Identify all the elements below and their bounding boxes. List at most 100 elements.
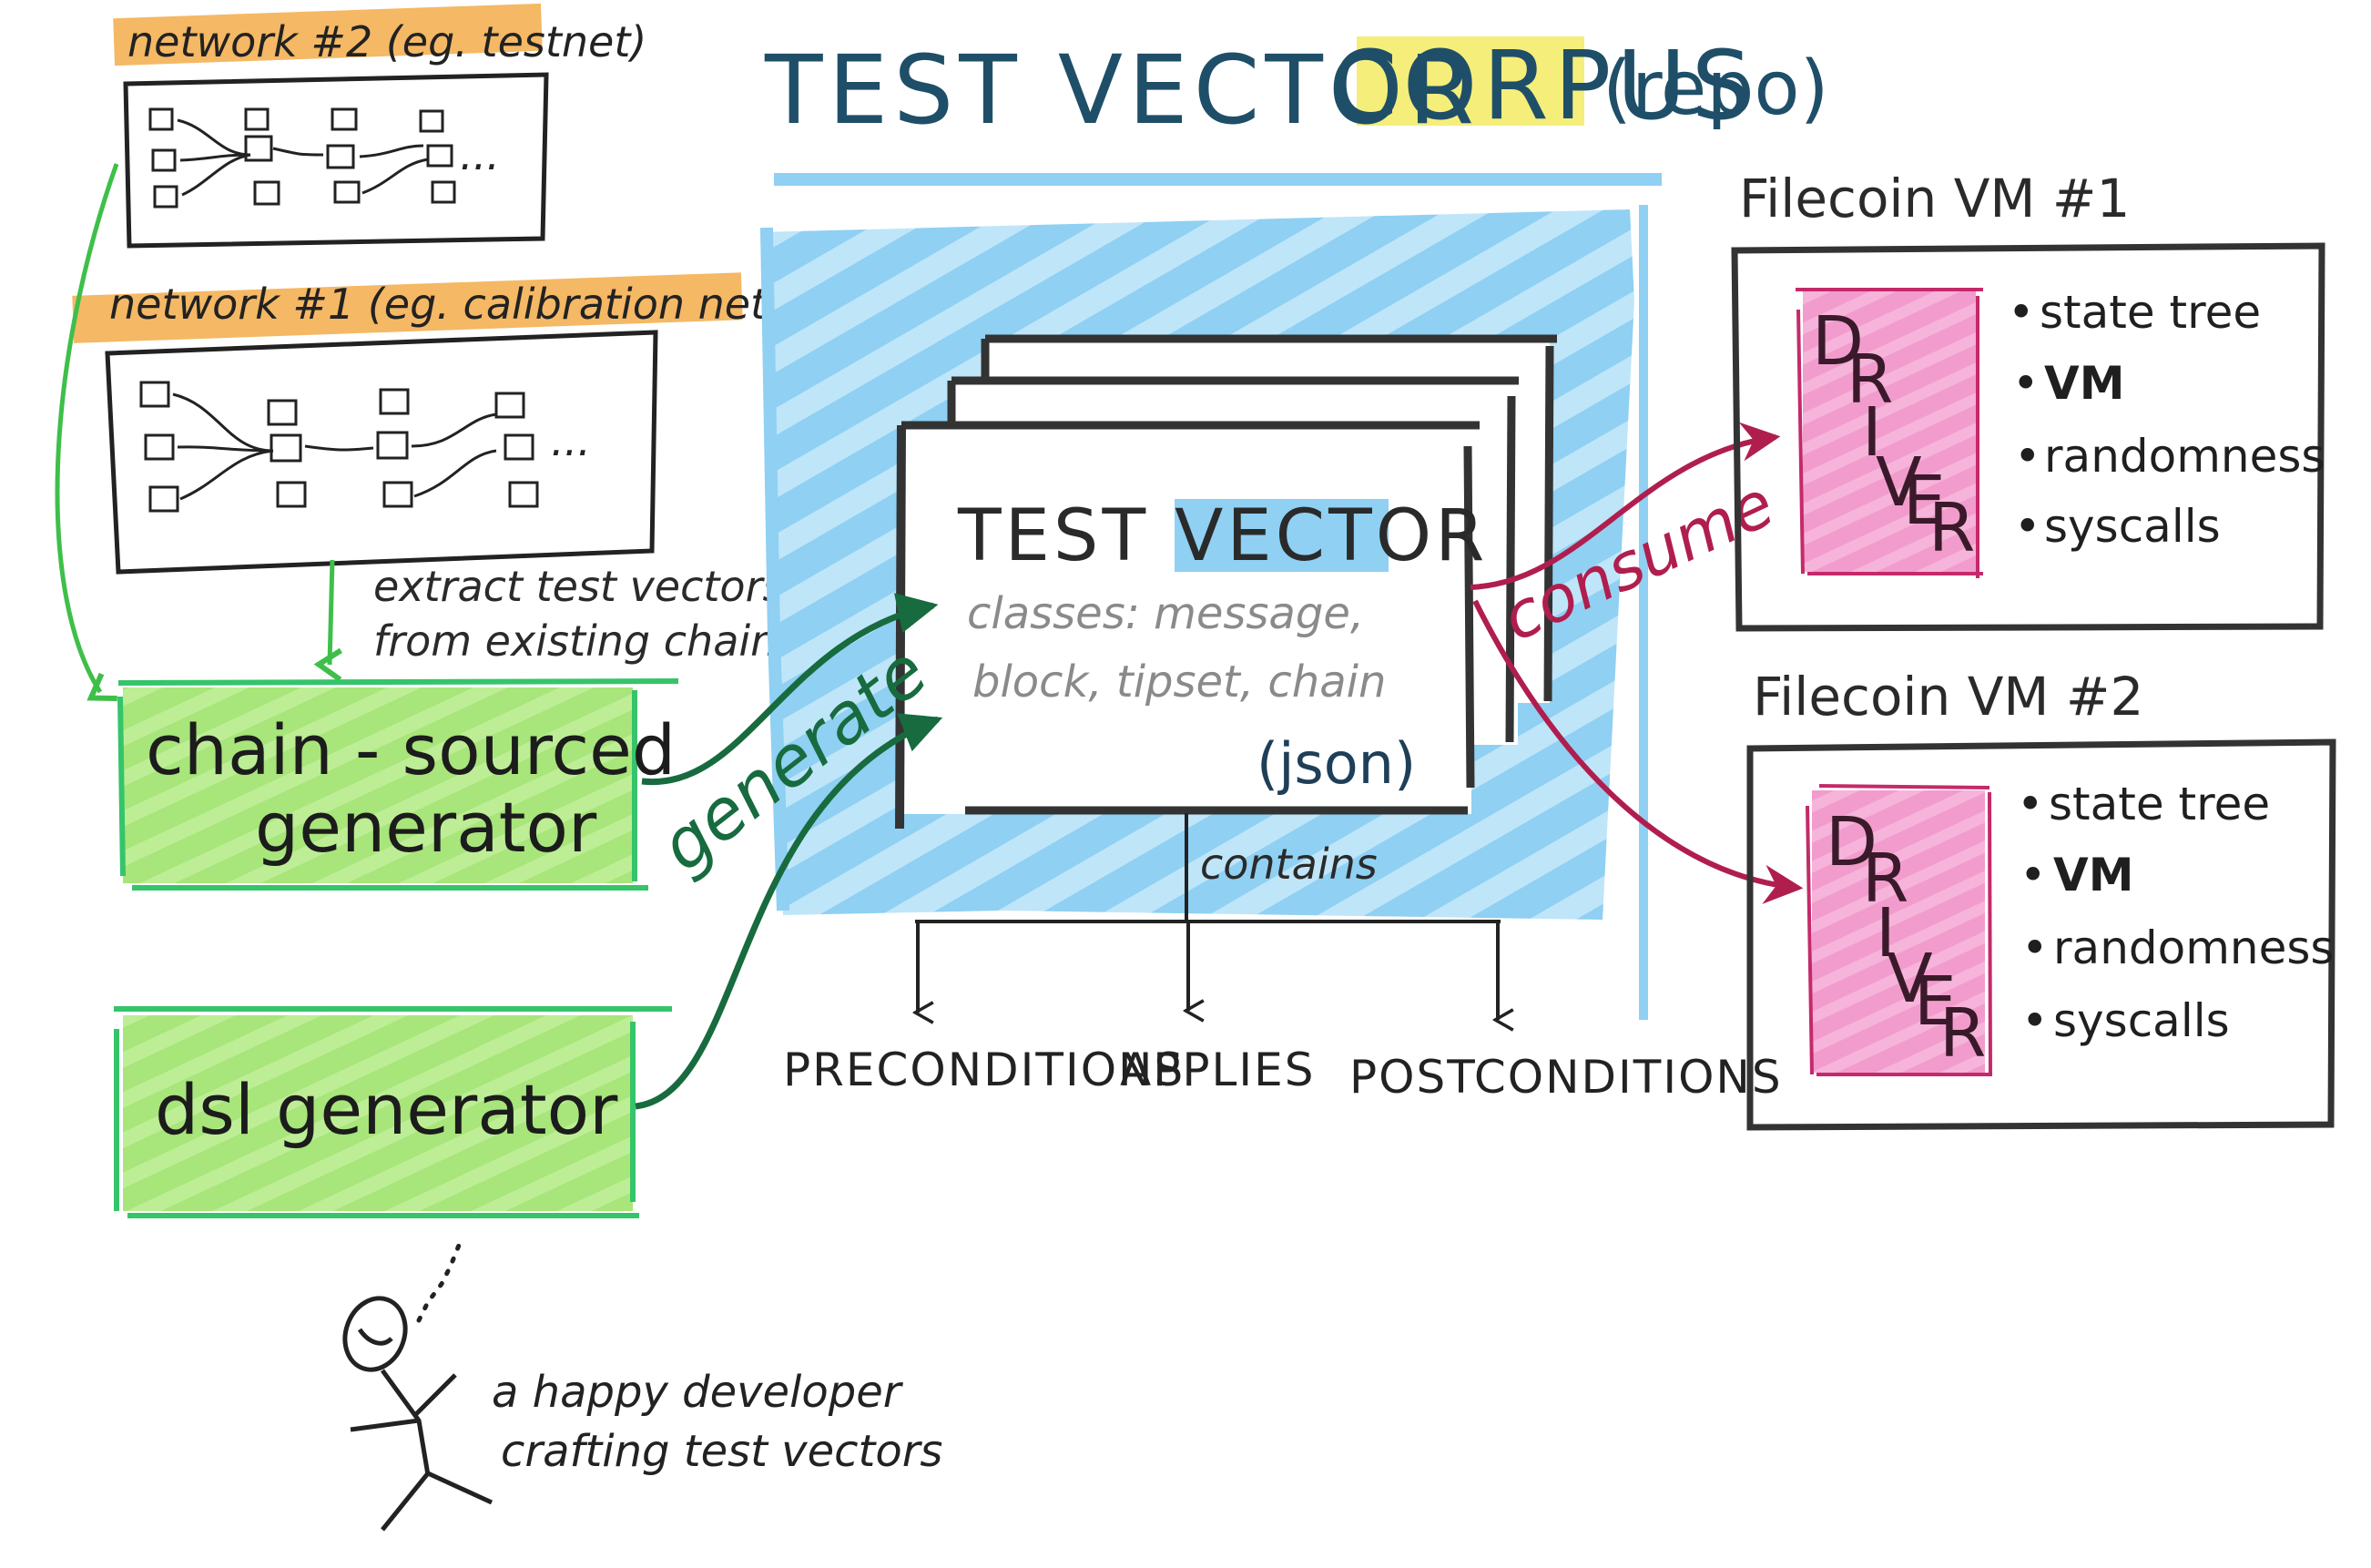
- extract-note: extract test vectors from existing chain…: [373, 562, 799, 666]
- vm-2-item-bullet-3: •: [2021, 921, 2049, 974]
- vm-1-driver-letter-6: R: [1928, 489, 1975, 567]
- network-2: network #2 (eg. testnet) ...: [113, 3, 646, 249]
- vm-1-driver-letter-4: V: [1876, 443, 1922, 522]
- vm-2-item-bullet-2: •: [2020, 849, 2047, 901]
- vm-1-box: [1731, 242, 2325, 632]
- test-vector-stack: TEST VECTOR classes: message, block, tip…: [895, 334, 1557, 830]
- developer-leg-right: [426, 1471, 494, 1505]
- vm-2-driver-fill: [1812, 790, 1985, 1073]
- test-vector-front-card-right: [1463, 445, 1475, 789]
- vm-2-driver-letter-6: R: [1939, 994, 1986, 1073]
- developer-note-line1: a happy developer: [492, 1367, 904, 1418]
- vm-2-item-vm: VM: [2053, 849, 2133, 901]
- vm-1-item-vm: VM: [2044, 357, 2124, 410]
- vm-2-driver-top: [1818, 784, 1990, 789]
- network-1-label-highlight: [72, 272, 743, 343]
- vm-1-item-bullet-4: •: [2014, 500, 2041, 553]
- title: TEST VECTOR CORPUS (repo): [764, 30, 1829, 146]
- consume-arrow-vm1: [1470, 422, 1781, 590]
- vm-1-item-bullet-1: •: [2008, 286, 2035, 339]
- vm-2-driver-letter-4: V: [1887, 940, 1933, 1018]
- contains-label: contains: [1200, 840, 1378, 889]
- vm-2-item-bullet-1: •: [2017, 778, 2044, 830]
- test-vector-front-card-left: [895, 424, 906, 830]
- dsl-generator-label: dsl generator: [155, 1069, 618, 1150]
- vm-2-item-randomness: randomness: [2053, 921, 2334, 974]
- title-test-vector: TEST VECTOR: [764, 35, 1480, 146]
- test-vector-classes-line2: block, tipset, chain: [972, 657, 1386, 708]
- extract-arrow-short: [313, 559, 343, 682]
- developer-thought-dots: [416, 1240, 463, 1323]
- network-2-box: [123, 72, 549, 249]
- network-2-label: network #2 (eg. testnet): [127, 17, 646, 66]
- title-corpus: CORPUS: [1331, 30, 1757, 141]
- content-postconditions: POSTCONDITIONS: [1349, 1051, 1783, 1104]
- developer-leg-left: [381, 1471, 430, 1532]
- contains-tree: [915, 813, 1501, 1020]
- vm-1-item-bullet-3: •: [2014, 430, 2041, 483]
- chain-sourced-generator-line1: chain - sourced: [146, 709, 676, 790]
- vm-2-item-state-tree: state tree: [2049, 778, 2270, 830]
- network-1-box: [105, 330, 658, 575]
- vm-1-item-randomness: randomness: [2044, 430, 2325, 483]
- developer-arm-right: [412, 1373, 457, 1418]
- chain-sourced-generator-fill: [123, 687, 633, 883]
- chain-sourced-generator-left-border: [117, 696, 126, 877]
- vm-2-item-syscalls: syscalls: [2053, 994, 2230, 1047]
- vm-2-item-bullet-4: •: [2021, 994, 2049, 1047]
- developer-head-icon: [342, 1296, 408, 1372]
- developer-figure: [342, 1240, 494, 1532]
- consume-arrow-vm2: [1472, 599, 1804, 904]
- vm-2-driver-letter-2: R: [1862, 840, 1908, 918]
- vm-2-driver-letter-3: I: [1876, 894, 1896, 972]
- vm-1-item-state-tree: state tree: [2040, 286, 2261, 339]
- vm-1-driver-fill: [1803, 290, 1976, 572]
- extract-arrow-long: [55, 163, 119, 702]
- vm-2-driver-right: [1988, 791, 1992, 1077]
- content-applies: APPLIES: [1120, 1044, 1315, 1096]
- vm-2-box: [1746, 738, 2336, 1131]
- generate-arrow-dsl: [635, 713, 943, 1110]
- network-1: network #1 (eg. calibration net) ...: [72, 272, 783, 575]
- network-2-ellipsis: ...: [460, 130, 500, 179]
- vm-2-title: Filecoin VM #2: [1753, 666, 2143, 728]
- corpus-top-line: [774, 173, 1662, 186]
- developer-note-line2: crafting test vectors: [501, 1426, 942, 1477]
- vm-1-driver-letter-3: I: [1862, 393, 1882, 472]
- title-highlight: [1357, 36, 1584, 126]
- test-vector-title-test: TEST: [957, 495, 1149, 577]
- chain-sourced-generator-line2: generator: [255, 787, 597, 868]
- extract-note-line2: from existing chains: [373, 616, 799, 666]
- test-vector-title-highlight: [1175, 499, 1389, 572]
- test-vector-classes-line1: classes: message,: [967, 588, 1364, 639]
- developer-arm-left: [350, 1418, 420, 1432]
- network-1-chain: [139, 381, 539, 513]
- test-vector-front-card: [900, 425, 1471, 814]
- filecoin-vm-1: Filecoin VM #1 D R I V E R • state tree …: [1731, 168, 2325, 632]
- corpus-left-edge: [760, 227, 789, 911]
- vm-2-driver-left: [1806, 805, 1814, 1075]
- vm-1-item-syscalls: syscalls: [2044, 500, 2221, 553]
- vm-1-item-bullet-2: •: [2012, 357, 2040, 410]
- generate-arrow-chain-sourced: [641, 593, 939, 786]
- filecoin-vm-2: Filecoin VM #2 D R I V E R • state tree …: [1746, 666, 2336, 1131]
- dsl-generator-fill: [123, 1015, 633, 1211]
- extract-note-line1: extract test vectors: [373, 562, 784, 611]
- chain-sourced-generator-top-border: [117, 678, 679, 686]
- vm-1-driver-left: [1796, 309, 1805, 575]
- test-vector-back-card-1-right: [1505, 395, 1516, 743]
- network-2-label-highlight: [113, 3, 543, 66]
- test-vector-back-card-2-right: [1543, 345, 1554, 702]
- title-repo: (repo): [1603, 46, 1829, 132]
- network-2-chain: [148, 107, 456, 209]
- corpus-right-line: [1639, 205, 1648, 1020]
- developer-head-detail: [357, 1328, 393, 1346]
- vm-2-driver-letter-1: D: [1826, 803, 1877, 881]
- dsl-generator: dsl generator: [114, 1006, 672, 1218]
- vm-2-driver-letter-5: E: [1914, 962, 1957, 1041]
- chain-sourced-generator: chain - sourced generator: [117, 678, 679, 891]
- network-1-ellipsis: ...: [551, 416, 591, 465]
- test-vector-title-vector: VECTOR: [1175, 495, 1488, 577]
- vm-1-driver-letter-5: E: [1903, 462, 1946, 540]
